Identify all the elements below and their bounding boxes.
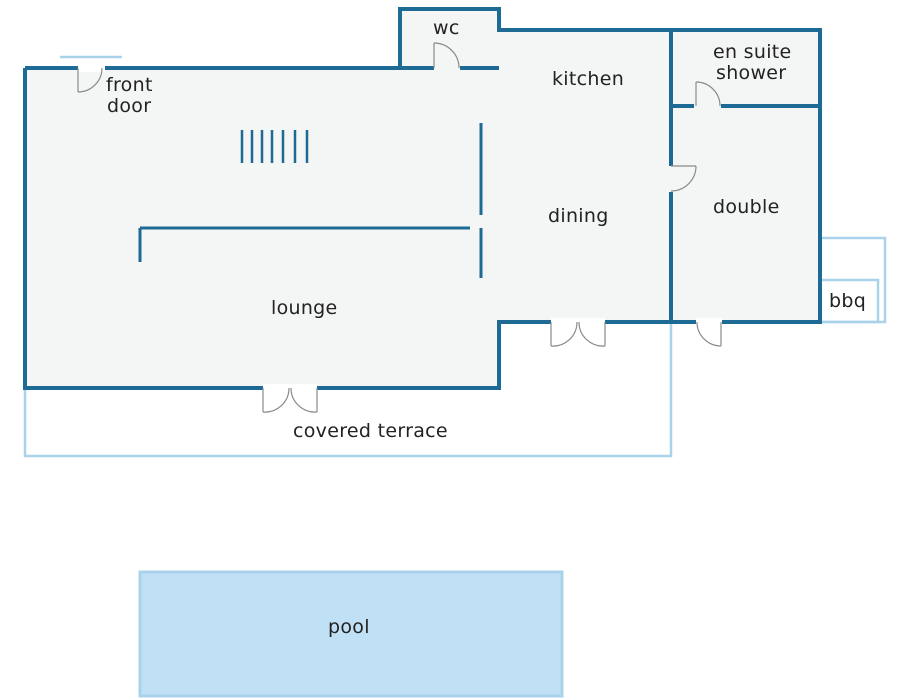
wc-door: [433, 42, 460, 72]
bbq-label: bbq: [829, 290, 866, 312]
front-door-label-line2: door: [107, 95, 151, 117]
en-suite-door: [694, 81, 721, 110]
dining-label: dining: [548, 205, 609, 227]
double-label: double: [713, 196, 780, 218]
en-suite-label-line1: en suite: [713, 41, 792, 63]
front-door: [60, 55, 122, 93]
double-door: [667, 165, 697, 192]
covered-terrace-label: covered terrace: [293, 420, 448, 442]
double-patio-door: [696, 318, 722, 347]
lounge-label: lounge: [271, 297, 338, 319]
floor-fill: [25, 9, 820, 388]
covered-terrace-outline: [23, 322, 673, 458]
en-suite-label-line2: shower: [716, 62, 786, 84]
wc-label: wc: [433, 17, 460, 39]
pool: [138, 570, 564, 698]
front-door-label-line1: front: [106, 74, 153, 96]
pool-label: pool: [328, 616, 370, 638]
dining-french-doors: [550, 318, 606, 347]
staircase: [240, 130, 309, 163]
lounge-french-doors: [262, 384, 318, 413]
kitchen-label: kitchen: [552, 68, 624, 90]
